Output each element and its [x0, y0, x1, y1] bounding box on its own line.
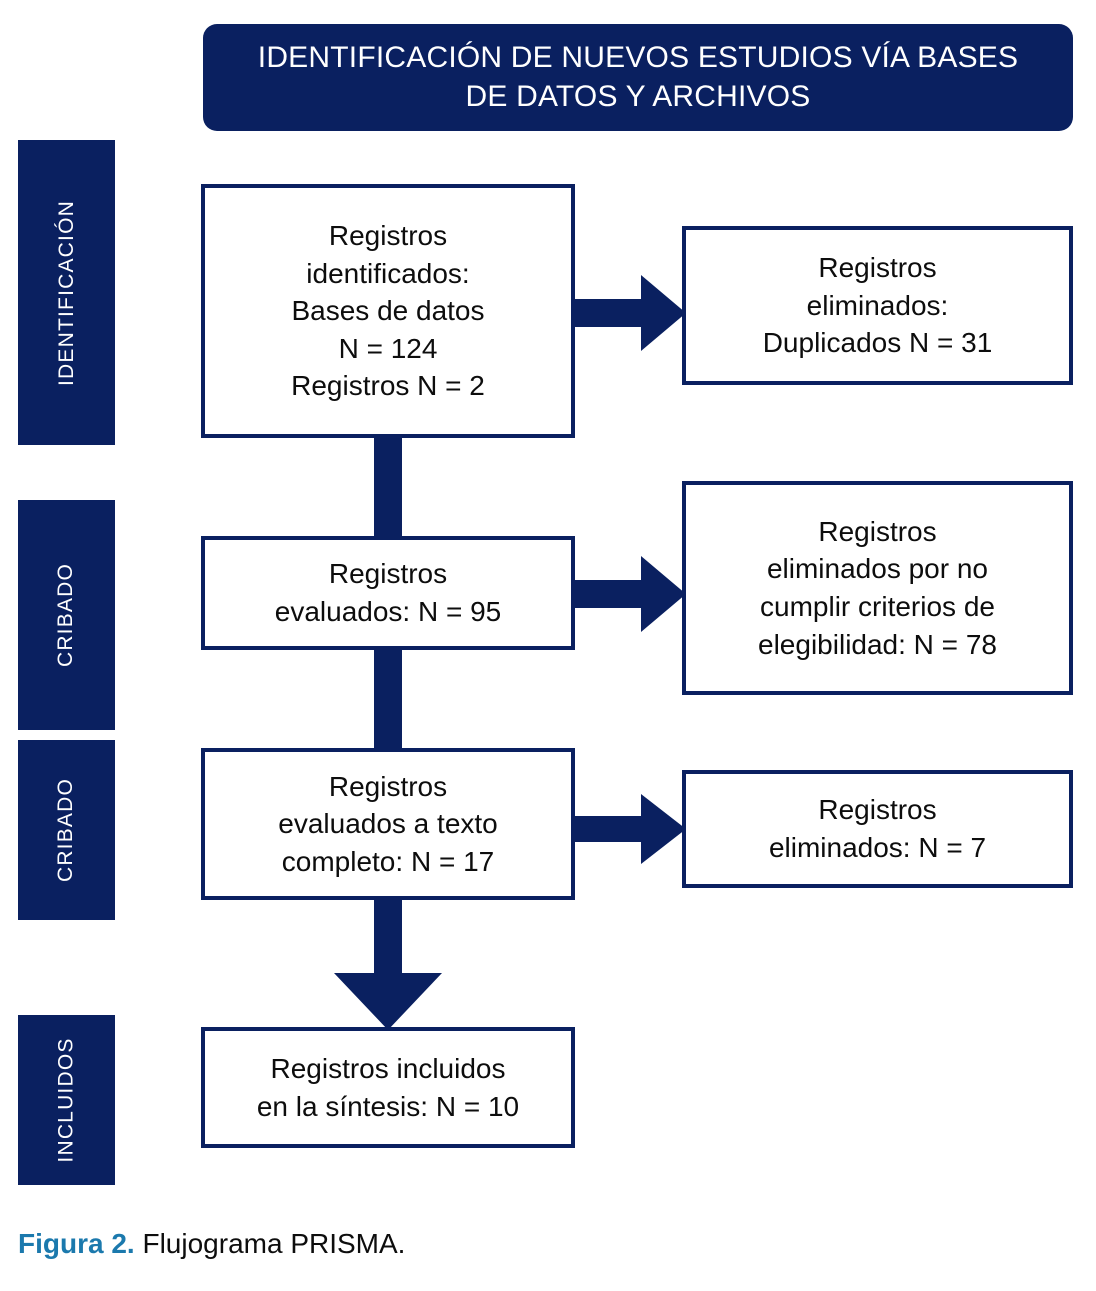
connector-screened-to-fulltext: [374, 648, 402, 750]
arrow-identified-to-duplicates: [574, 275, 686, 351]
stage-label-identificacion: IDENTIFICACIÓN: [54, 199, 78, 386]
figure-caption-label: Figura 2.: [18, 1228, 135, 1259]
box-excluded-criteria: Registros eliminados por no cumplir crit…: [682, 481, 1073, 695]
stage-label-incluidos: INCLUIDOS: [54, 1037, 78, 1163]
arrow-screened-to-excluded-criteria: [574, 556, 686, 632]
figure-caption-text: Flujograma PRISMA.: [134, 1228, 406, 1259]
box-records-screened: Registros evaluados: N = 95: [201, 536, 575, 650]
stage-bar-cribado-2: CRIBADO: [18, 740, 115, 920]
box-duplicates-removed: Registros eliminados: Duplicados N = 31: [682, 226, 1073, 385]
arrow-fulltext-to-included: [334, 888, 442, 1030]
stage-bar-cribado-1: CRIBADO: [18, 500, 115, 730]
box-fulltext-excluded: Registros eliminados: N = 7: [682, 770, 1073, 888]
stage-bar-incluidos: INCLUIDOS: [18, 1015, 115, 1185]
diagram-header-banner: IDENTIFICACIÓN DE NUEVOS ESTUDIOS VÍA BA…: [203, 24, 1073, 131]
connector-identified-to-screened: [374, 438, 402, 538]
stage-label-cribado-1: CRIBADO: [54, 562, 78, 668]
box-fulltext-assessed-text: Registros evaluados a texto completo: N …: [278, 770, 498, 877]
stage-bar-identificacion: IDENTIFICACIÓN: [18, 140, 115, 445]
box-records-identified-text: Registros identificados: Bases de datos …: [291, 220, 485, 402]
box-fulltext-assessed: Registros evaluados a texto completo: N …: [201, 748, 575, 900]
figure-caption: Figura 2. Flujograma PRISMA.: [18, 1228, 405, 1260]
arrow-fulltext-to-fulltext-excluded: [574, 794, 686, 864]
box-records-included: Registros incluidos en la síntesis: N = …: [201, 1027, 575, 1148]
stage-label-cribado-2: CRIBADO: [54, 777, 78, 883]
box-records-screened-text: Registros evaluados: N = 95: [274, 558, 502, 627]
box-excluded-criteria-text: Registros eliminados por no cumplir crit…: [758, 515, 997, 660]
box-records-identified: Registros identificados: Bases de datos …: [201, 184, 575, 438]
box-records-included-text: Registros incluidos en la síntesis: N = …: [256, 1052, 520, 1122]
box-duplicates-removed-text: Registros eliminados: Duplicados N = 31: [762, 252, 993, 359]
box-fulltext-excluded-text: Registros eliminados: N = 7: [768, 794, 987, 863]
diagram-header-title: IDENTIFICACIÓN DE NUEVOS ESTUDIOS VÍA BA…: [257, 41, 1019, 113]
